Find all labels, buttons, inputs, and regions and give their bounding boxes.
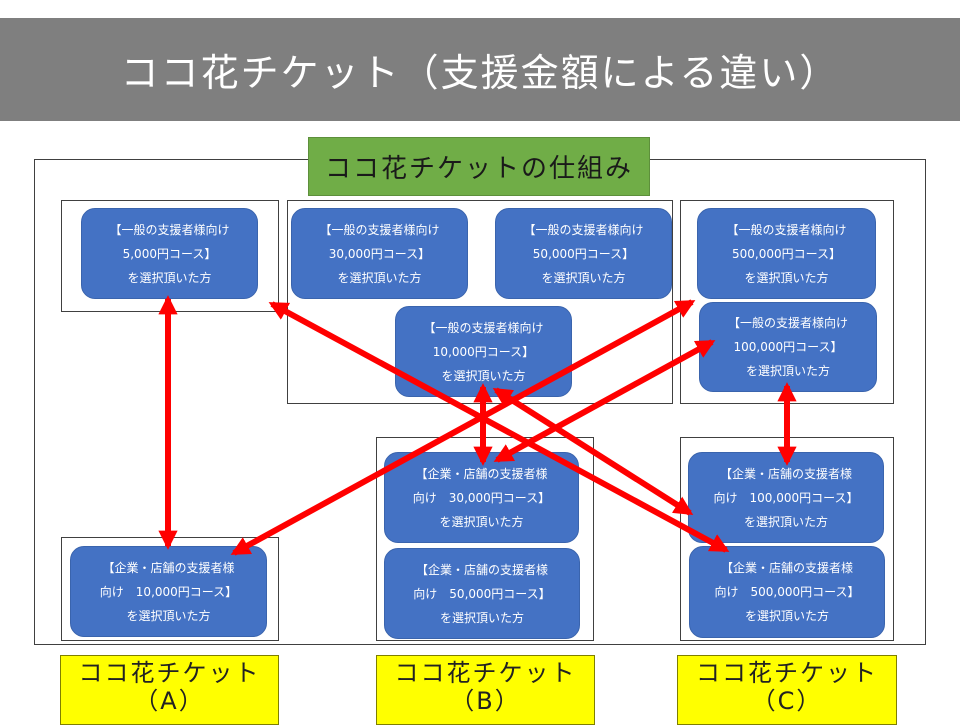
mechanism-frame-label: ココ花チケットの仕組み	[308, 137, 650, 196]
course-line: 向け 10,000円コース】	[99, 584, 238, 599]
course-line: 5,000円コース】	[122, 246, 217, 261]
course-line: 50,000円コース】	[532, 246, 635, 261]
course-line: 【企業・店舗の支援者様	[415, 562, 548, 577]
course-business-100000: 【企業・店舗の支援者様 向け 100,000円コース】 を選択頂いた方	[688, 452, 884, 543]
ticket-name: ココ花チケット	[394, 659, 577, 687]
course-line: 【一般の支援者様向け	[109, 222, 230, 237]
course-general-50000: 【一般の支援者様向け 50,000円コース】 を選択頂いた方	[495, 208, 672, 299]
course-business-10000: 【企業・店舗の支援者様 向け 10,000円コース】 を選択頂いた方	[70, 546, 267, 637]
course-line: 【一般の支援者様向け	[319, 222, 440, 237]
ticket-tier: （A）	[134, 687, 205, 715]
course-line: を選択頂いた方	[337, 270, 422, 285]
course-line: を選択頂いた方	[439, 610, 524, 625]
course-line: 【企業・店舗の支援者様	[415, 466, 548, 481]
course-business-500000: 【企業・店舗の支援者様 向け 500,000円コース】 を選択頂いた方	[689, 546, 885, 638]
ticket-tier: （B）	[450, 687, 521, 715]
course-line: 【一般の支援者様向け	[423, 320, 544, 335]
course-line: 向け 100,000円コース】	[713, 490, 859, 505]
course-line: 【企業・店舗の支援者様	[719, 466, 852, 481]
course-line: を選択頂いた方	[439, 514, 524, 529]
course-line: 30,000円コース】	[328, 246, 431, 261]
course-line: 【一般の支援者様向け	[726, 222, 847, 237]
course-line: を選択頂いた方	[541, 270, 626, 285]
ticket-tier: （C）	[751, 687, 823, 715]
course-line: 【一般の支援者様向け	[727, 316, 848, 330]
ticket-name: ココ花チケット	[78, 659, 261, 687]
course-line: を選択頂いた方	[744, 609, 829, 623]
course-general-5000: 【一般の支援者様向け 5,000円コース】 を選択頂いた方	[81, 208, 258, 299]
course-general-30000: 【一般の支援者様向け 30,000円コース】 を選択頂いた方	[291, 208, 468, 299]
ticket-label-a: ココ花チケット （A）	[60, 655, 279, 725]
course-line: を選択頂いた方	[743, 514, 828, 529]
course-line: 向け 50,000円コース】	[413, 586, 551, 601]
course-line: 向け 500,000円コース】	[714, 585, 860, 599]
course-line: 500,000円コース】	[731, 246, 842, 261]
ticket-name: ココ花チケット	[696, 659, 878, 687]
course-general-500000: 【一般の支援者様向け 500,000円コース】 を選択頂いた方	[697, 208, 876, 299]
course-line: を選択頂いた方	[126, 608, 211, 623]
course-line: を選択頂いた方	[745, 364, 830, 378]
course-line: を選択頂いた方	[744, 270, 829, 285]
ticket-label-b: ココ花チケット （B）	[376, 655, 595, 725]
course-general-100000: 【一般の支援者様向け 100,000円コース】 を選択頂いた方	[699, 302, 877, 392]
course-line: を選択頂いた方	[441, 368, 526, 383]
course-business-30000: 【企業・店舗の支援者様 向け 30,000円コース】 を選択頂いた方	[384, 452, 579, 543]
course-line: 10,000円コース】	[432, 344, 535, 359]
course-line: 【企業・店舗の支援者様	[102, 560, 235, 575]
slide-title: ココ花チケット（支援金額による違い）	[0, 18, 960, 121]
course-general-10000: 【一般の支援者様向け 10,000円コース】 を選択頂いた方	[395, 306, 572, 397]
course-business-50000: 【企業・店舗の支援者様 向け 50,000円コース】 を選択頂いた方	[384, 548, 580, 639]
course-line: 【企業・店舗の支援者様	[720, 561, 853, 575]
course-line: を選択頂いた方	[127, 270, 212, 285]
ticket-label-c: ココ花チケット （C）	[677, 655, 897, 725]
course-line: 100,000円コース】	[733, 340, 843, 354]
course-line: 【一般の支援者様向け	[523, 222, 644, 237]
course-line: 向け 30,000円コース】	[412, 490, 551, 505]
